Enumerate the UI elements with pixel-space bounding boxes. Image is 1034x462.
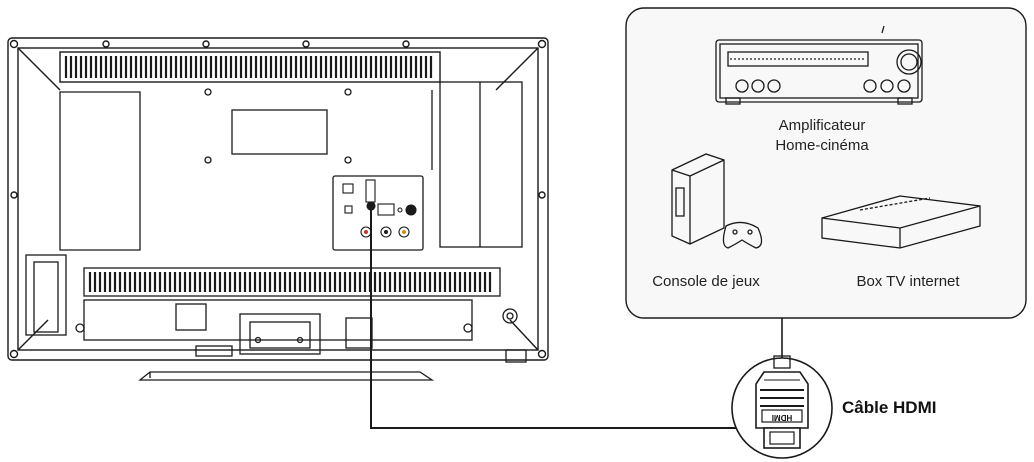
tv-box-label: Box TV internet bbox=[856, 273, 960, 290]
tv-box-icon bbox=[821, 195, 981, 249]
top-vent-grille bbox=[64, 56, 433, 78]
hdmi-cable-label: Câble HDMI bbox=[842, 398, 937, 417]
amplifier-label-line2: Home-cinéma bbox=[775, 137, 869, 154]
amplifier-label: Amplificateur Home-cinéma bbox=[752, 116, 892, 156]
tv-back-details bbox=[25, 81, 527, 381]
tv-back-panel bbox=[7, 37, 549, 361]
hdmi-plug-icon: HDMI bbox=[731, 355, 833, 459]
amplifier-label-line1: Amplificateur bbox=[778, 117, 866, 134]
hdmi-cable bbox=[370, 206, 742, 429]
console-label: Console de jeux bbox=[652, 273, 760, 290]
hdmi-plug-text: HDMI bbox=[772, 413, 792, 422]
amplifier-icon bbox=[715, 25, 923, 105]
connector-panel bbox=[342, 179, 417, 238]
bottom-vent-grille bbox=[88, 272, 492, 292]
game-console-icon bbox=[671, 153, 763, 249]
